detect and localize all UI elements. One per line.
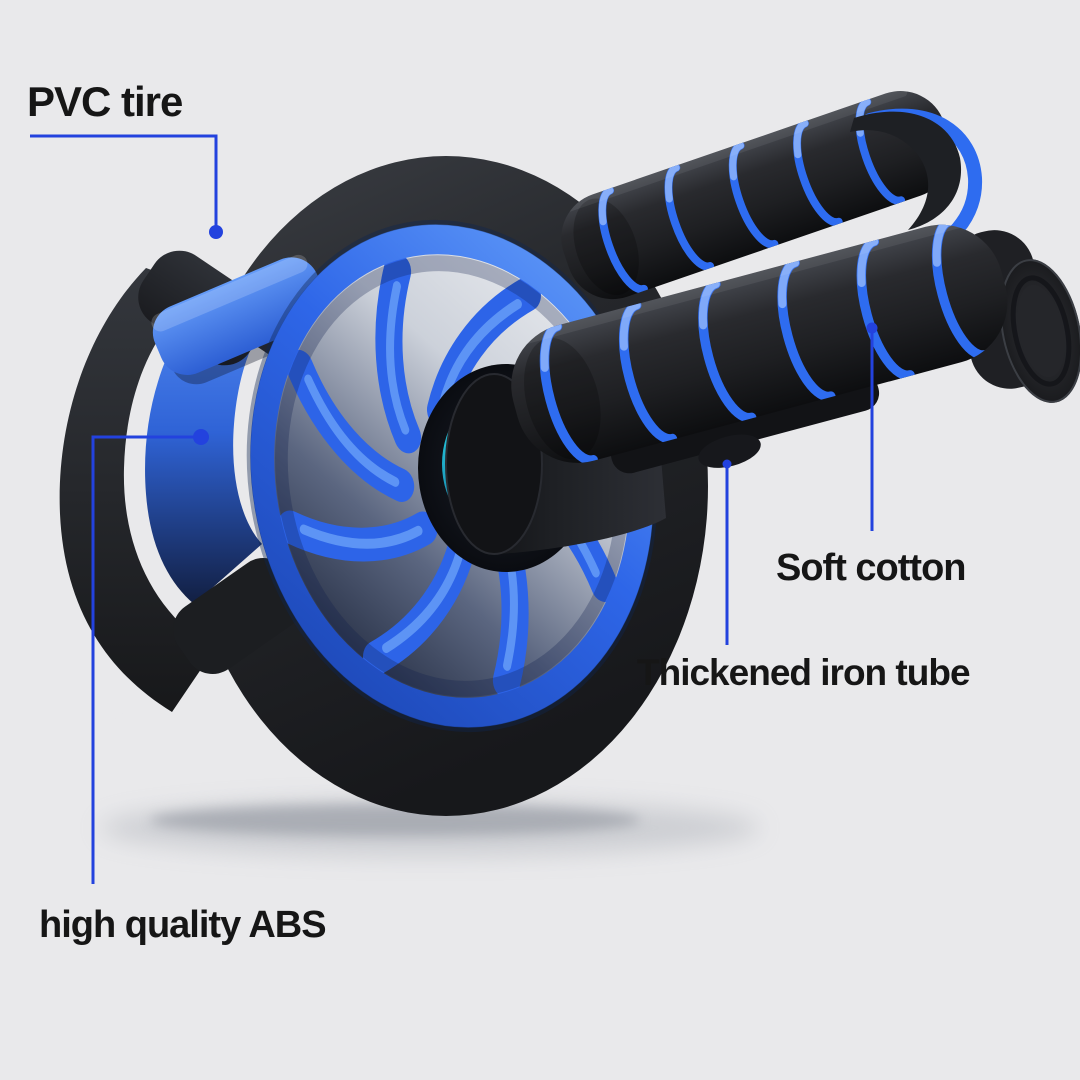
label-abs-body: high quality ABS [39, 904, 327, 946]
leader-pvc-tire [30, 134, 223, 239]
leader-iron-tube [722, 459, 732, 645]
label-pvc-tire: PVC tire [27, 78, 183, 125]
label-iron-tube: Thickened iron tube [637, 652, 971, 693]
leader-abs [91, 429, 209, 884]
handle-grip-back [556, 87, 952, 300]
label-soft-cotton: Soft cotton [776, 547, 967, 589]
handle-grip-front [506, 216, 1008, 465]
leader-soft-cotton [866, 322, 878, 531]
tire-inner-wall [59, 268, 214, 712]
abs-pad [151, 254, 333, 385]
ground-shadow [100, 800, 760, 856]
tire-end-bottom [173, 558, 303, 674]
